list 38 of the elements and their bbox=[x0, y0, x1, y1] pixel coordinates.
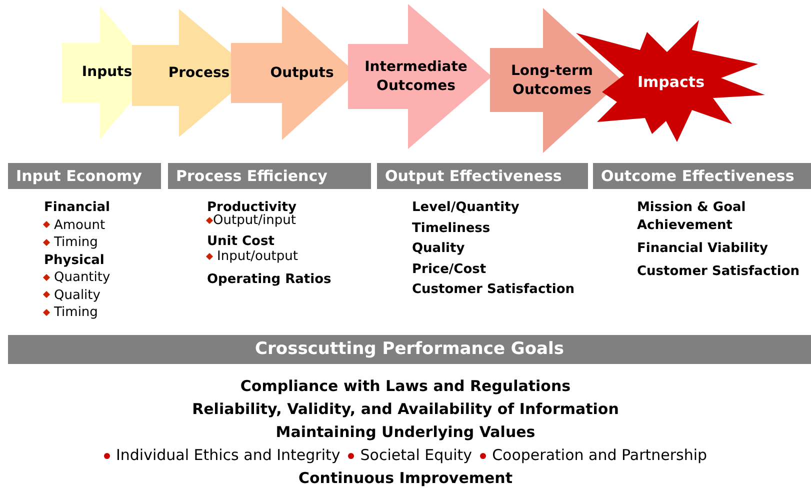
criteria-text: Timing bbox=[54, 304, 98, 321]
criteria-text: Output/input bbox=[213, 213, 296, 229]
criteria-text: Customer Satisfaction bbox=[412, 281, 575, 299]
criteria-text: Financial bbox=[44, 199, 110, 217]
criteria-text: Timeliness bbox=[412, 220, 490, 238]
arrow-label: Inputs bbox=[82, 63, 132, 82]
criteria-text: Amount bbox=[54, 216, 106, 234]
criteria-text: Financial Viability bbox=[637, 240, 769, 258]
arrow-label: Long-term Outcomes bbox=[510, 62, 594, 100]
criteria-text: Level/Quantity bbox=[412, 199, 520, 217]
criteria-text: Unit Cost bbox=[207, 233, 274, 250]
criteria-text: Operating Ratios bbox=[207, 271, 332, 289]
goal-text: Compliance with Laws and Regulations bbox=[240, 376, 571, 397]
header-bar: Outcome Effectiveness bbox=[593, 163, 811, 189]
criteria-text: Quality bbox=[412, 240, 465, 258]
starburst-label: Impacts bbox=[637, 72, 705, 93]
criteria-text: Input/output bbox=[217, 248, 298, 265]
header-bar: Process Efficiency bbox=[168, 163, 371, 189]
arrow-label: Process bbox=[168, 64, 230, 82]
criteria-text: Quality bbox=[54, 286, 100, 304]
criteria-text: Price/Cost bbox=[412, 260, 486, 278]
arrow-label: Outputs bbox=[270, 64, 334, 82]
criteria-text: Customer Satisfaction bbox=[637, 263, 801, 281]
goal-text: Maintaining Underlying Values bbox=[276, 422, 536, 443]
goal-text: Continuous Improvement bbox=[298, 468, 513, 489]
criteria-text: Physical bbox=[44, 252, 104, 270]
goal-text: Reliability, Validity, and Availability of Information bbox=[192, 399, 619, 420]
criteria-text: Mission & Goal Achievement bbox=[637, 199, 747, 235]
goal-text: Societal Equity bbox=[360, 445, 472, 466]
header-bar: Input Economy bbox=[8, 163, 161, 189]
criteria-text: Timing bbox=[54, 234, 98, 251]
goal-text: Cooperation and Partnership bbox=[492, 445, 708, 466]
header-bar: Crosscutting Performance Goals bbox=[8, 335, 811, 364]
goal-text: Individual Ethics and Integrity bbox=[116, 445, 340, 466]
criteria-text: Quantity bbox=[54, 269, 110, 286]
criteria-text: Productivity bbox=[207, 199, 296, 215]
arrow-label: Intermediate Outcomes bbox=[364, 58, 468, 96]
header-bar: Output Effectiveness bbox=[377, 163, 588, 189]
